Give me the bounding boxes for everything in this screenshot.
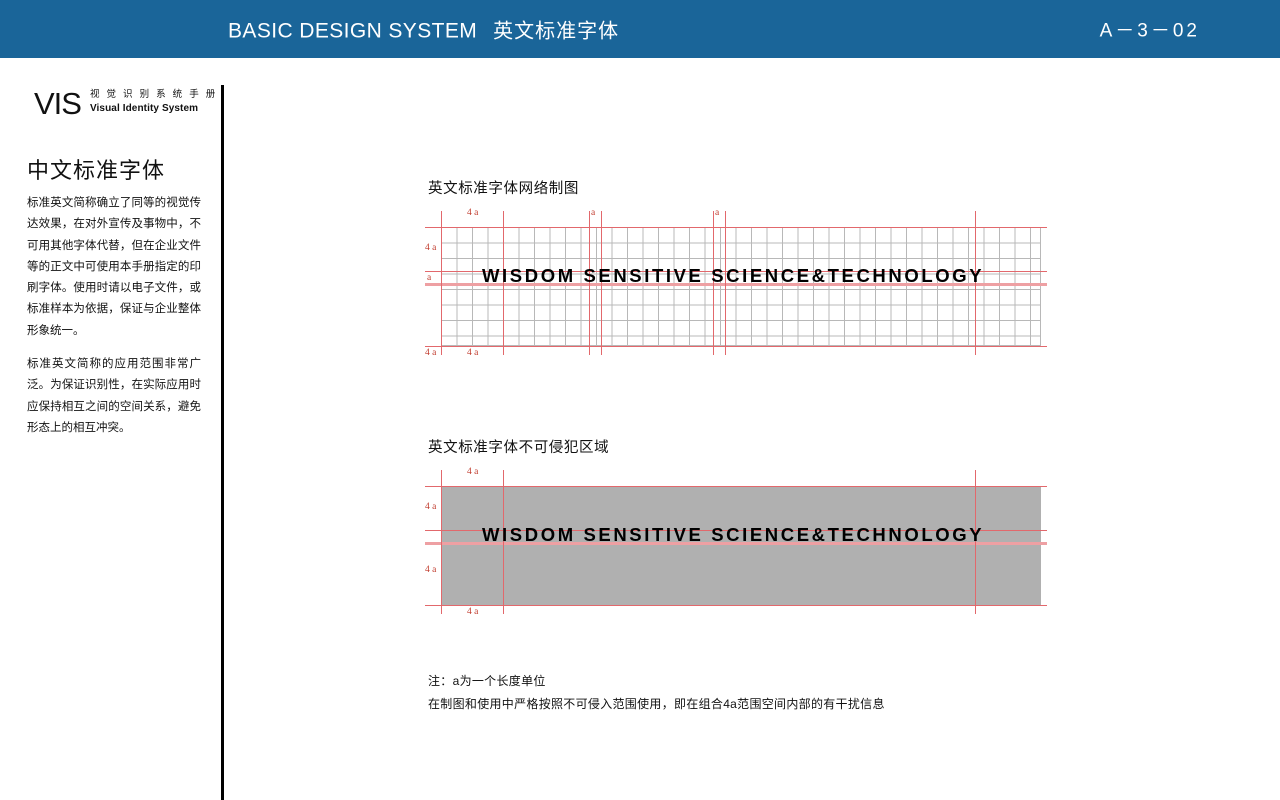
clear-label-top: 4 a — [467, 467, 479, 477]
grid-vline-gap2-a — [713, 211, 714, 355]
exclusion-zone-block — [441, 486, 1041, 605]
clear-label-left-upper: 4 a — [425, 502, 437, 512]
grid-label-left-cap: a — [427, 273, 432, 283]
clear-vline-left-inner — [503, 470, 504, 614]
header-title-en: BASIC DESIGN SYSTEM — [228, 19, 478, 43]
grid-line-baseline — [425, 283, 1047, 286]
sidebar-title: 中文标准字体 — [27, 158, 166, 183]
clear-line-capheight — [425, 530, 1047, 531]
grid-vline-right-inner — [975, 211, 976, 355]
grid-vline-left-outer — [441, 211, 442, 355]
sidebar-paragraph-1: 标准英文简称确立了同等的视觉传达效果，在对外宣传及事物中，不可用其他字体代替，但… — [27, 197, 201, 337]
vis-logo-mark: VIS — [34, 86, 82, 121]
grid-label-left-upper: 4 a — [425, 243, 437, 253]
grid-section-heading: 英文标准字体网络制图 — [428, 181, 579, 197]
clear-line-bottom — [425, 605, 1047, 606]
vis-logo-words: 视 觉 识 别 系 统 手 册 Visual Identity System — [90, 88, 217, 115]
grid-wordmark: WISDOM SENSITIVE SCIENCE&TECHNOLOGY — [482, 265, 985, 286]
clearspace-wordmark: WISDOM SENSITIVE SCIENCE&TECHNOLOGY — [482, 524, 985, 545]
vis-logo: VIS 视 觉 识 别 系 统 手 册 Visual Identity Syst… — [34, 88, 217, 119]
grid-line-top — [425, 227, 1047, 228]
clear-vline-left-outer — [441, 470, 442, 614]
page-code: A－3－02 — [1099, 20, 1200, 42]
header-title: BASIC DESIGN SYSTEM 英文标准字体 — [228, 15, 619, 44]
grid-construction-diagram: 4 a a a 4 a a 4 a 4 a WISDOM SENSITIVE S… — [425, 203, 1055, 413]
construction-grid — [441, 227, 1041, 346]
grid-label-top-gap1: a — [591, 208, 596, 218]
clear-label-bottom: 4 a — [467, 607, 479, 617]
note-line-1: 注：a为一个长度单位 — [428, 674, 546, 688]
clearspace-diagram: 4 a 4 a 4 a 4 a WISDOM SENSITIVE SCIENCE… — [425, 462, 1055, 672]
main-content: 英文标准字体网络制图 4 a a a 4 a a 4 a 4 a WISDOM … — [221, 58, 1280, 800]
page-header: BASIC DESIGN SYSTEM 英文标准字体 A－3－02 — [0, 0, 1280, 58]
diagram-notes: 注：a为一个长度单位 在制图和使用中严格按照不可侵入范围使用，即在组合4a范围空… — [428, 670, 885, 717]
grid-line-bottom — [425, 346, 1047, 347]
note-line-2: 在制图和使用中严格按照不可侵入范围使用，即在组合4a范围空间内部的有干扰信息 — [428, 697, 885, 712]
grid-label-top-gap2: a — [715, 208, 720, 218]
sidebar-divider — [221, 85, 224, 800]
grid-line-capheight — [425, 271, 1047, 272]
grid-label-bottom-left: 4 a — [467, 348, 479, 358]
clearspace-section-heading: 英文标准字体不可侵犯区域 — [428, 440, 610, 456]
grid-vline-left-inner — [503, 211, 504, 355]
header-title-cn: 英文标准字体 — [493, 20, 620, 43]
vis-logo-subtitle-en: Visual Identity System — [89, 102, 199, 114]
clear-line-top — [425, 486, 1047, 487]
clear-vline-right-inner — [975, 470, 976, 614]
clear-label-left-lower: 4 a — [425, 565, 437, 575]
grid-vline-gap2-b — [725, 211, 726, 355]
grid-label-bottom-corner: 4 a — [425, 348, 437, 358]
grid-label-top-left: 4 a — [467, 208, 479, 218]
grid-vline-gap1-b — [601, 211, 602, 355]
sidebar-paragraph-2: 标准英文简称的应用范围非常广泛。为保证识别性，在实际应用时应保持相互之间的空间关… — [27, 358, 201, 434]
grid-vline-gap1-a — [589, 211, 590, 355]
sidebar: VIS 视 觉 识 别 系 统 手 册 Visual Identity Syst… — [0, 58, 221, 800]
vis-logo-subtitle-cn: 视 觉 识 别 系 统 手 册 — [89, 89, 218, 100]
clear-line-baseline — [425, 542, 1047, 545]
